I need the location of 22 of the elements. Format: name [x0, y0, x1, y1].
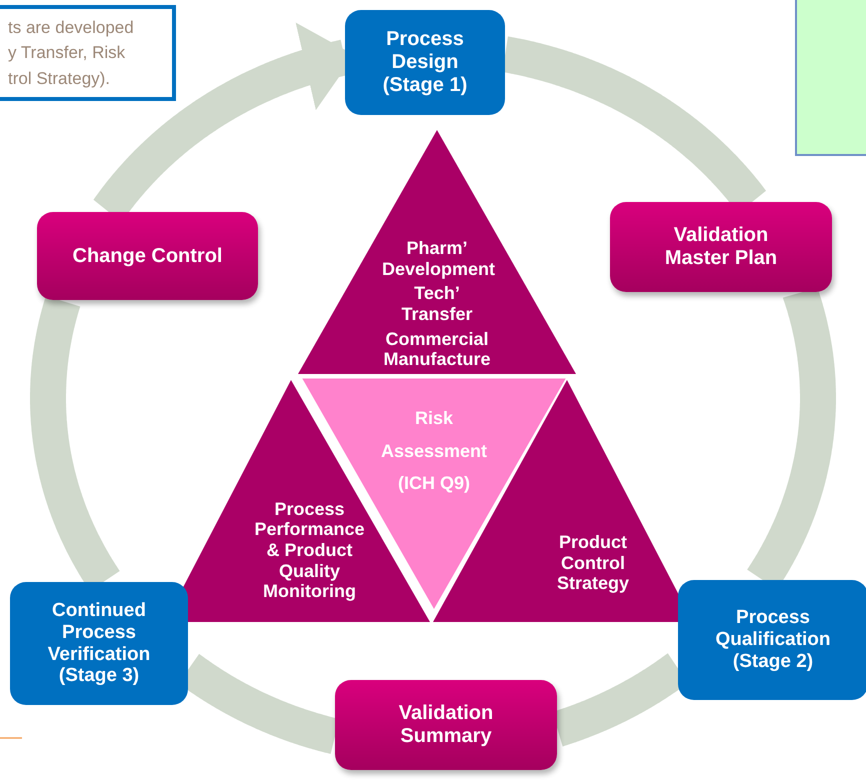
box-label: Validation Summary: [398, 702, 494, 748]
activity-box: [37, 212, 258, 300]
triangle-label: Process Performance & Product Quality Monitoring: [253, 498, 366, 602]
empty-box: [795, 0, 866, 156]
triangle-label: Product Control Strategy: [556, 532, 630, 594]
box-label: Process Qualification (Stage 2): [714, 607, 832, 673]
box-label: Process Design (Stage 1): [382, 28, 468, 97]
triangle-label: Commercial Manufacture: [382, 328, 492, 370]
triangle-label: Assessment: [380, 440, 488, 462]
note-box: [0, 5, 176, 101]
box-label: Change Control: [72, 244, 222, 268]
box-label: Continued Process Verification (Stage 3): [46, 600, 152, 688]
box-label: Validation Master Plan: [664, 224, 778, 270]
activity-box: [610, 202, 832, 292]
activity-box: [335, 680, 557, 770]
box-label: ts are developed y Transfer, Risk trol Strategy).: [8, 16, 135, 90]
triangle-label: Tech’ Transfer: [400, 283, 474, 325]
triangle-label: Risk: [414, 408, 454, 429]
stage-box: [10, 582, 188, 705]
stage-box: [345, 10, 505, 115]
stage-box: [678, 580, 866, 700]
triangle-label: (ICH Q9): [398, 473, 470, 494]
